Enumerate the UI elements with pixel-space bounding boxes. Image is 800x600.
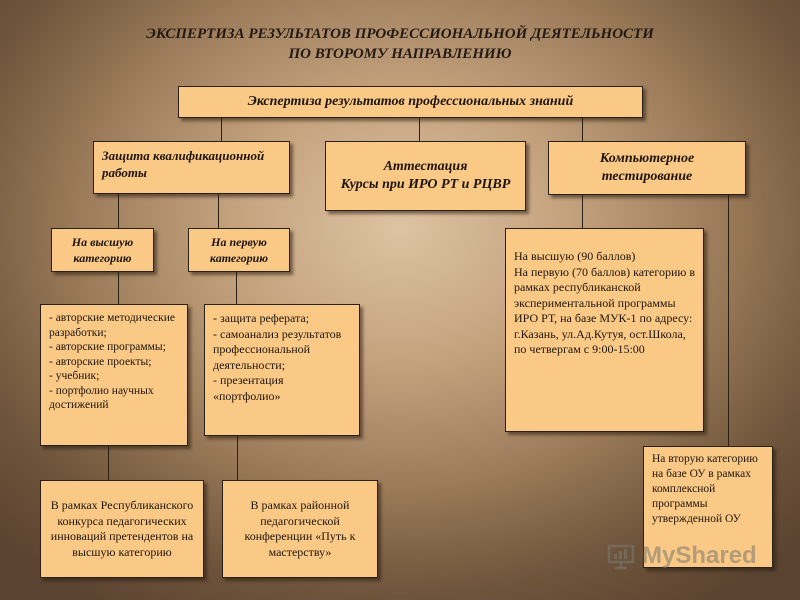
list-item: - учебник;: [49, 370, 100, 382]
list-item: - самоанализ результатов профессионально…: [213, 326, 342, 372]
second-category-label: На вторую категорию на базе ОУ в рамках …: [652, 453, 758, 525]
page-title: Экспертиза результатов профессиональной …: [60, 24, 740, 64]
list-item: - защита реферата;: [213, 311, 310, 325]
list-item: - авторские проекты;: [49, 355, 152, 368]
computer-testing-box: Компьютерное тестирование: [548, 141, 746, 195]
connector-protection-high: [118, 194, 119, 228]
first-category-label: На первую категорию: [209, 235, 269, 265]
list-item: - презентация «портфолио»: [213, 373, 284, 403]
district-conference-box: В рамках районной педагогической конфере…: [222, 480, 378, 578]
protection-box: Защита квалификационной работы: [93, 141, 290, 194]
testing-info-box: На высшую (90 баллов) На первую (70 балл…: [505, 228, 704, 432]
root-box: Экспертиза результатов профессиональных …: [178, 86, 643, 118]
connector-protection-first: [218, 194, 219, 228]
district-conference-label: В рамках районной педагогической конфере…: [244, 498, 356, 559]
connector-first-conference: [237, 436, 238, 480]
protection-label: Защита квалификационной работы: [102, 148, 265, 180]
attestation-line-2: Курсы при ИРО РТ и РЦВР: [340, 177, 511, 192]
republic-contest-label: В рамках Республиканского конкурса педаг…: [50, 498, 194, 559]
title-line-2: по второму направлению: [288, 46, 512, 62]
connector-root-computer: [582, 118, 583, 141]
watermark-logo: MyShared: [606, 536, 776, 576]
list-item: - авторские методические разработки;: [49, 312, 175, 339]
high-category-label: На высшую категорию: [71, 235, 134, 265]
attestation-line-1: Аттестация: [383, 159, 468, 174]
connector-high-items: [118, 272, 119, 304]
presentation-board-icon: [607, 544, 635, 570]
title-line-1: Экспертиза результатов профессиональной …: [146, 26, 654, 42]
computer-testing-label: Компьютерное тестирование: [599, 151, 695, 184]
connector-root-attestation: [419, 118, 420, 141]
republic-contest-box: В рамках Республиканского конкурса педаг…: [40, 480, 204, 578]
root-label: Экспертиза результатов профессиональных …: [247, 94, 574, 109]
connector-computer-second: [728, 195, 729, 446]
connector-high-contest: [108, 446, 109, 480]
testing-info-first: На первую (70 баллов) категорию в рамках…: [514, 264, 696, 357]
connector-root-protection: [221, 118, 222, 141]
list-item: - портфолио научных достижений: [49, 384, 154, 412]
second-category-box: На вторую категорию на базе ОУ в рамках …: [643, 446, 773, 568]
high-requirements-list: - авторские методические разработки; - а…: [49, 311, 181, 413]
connector-computer-testing: [582, 195, 583, 228]
list-item: - авторские программы;: [49, 341, 166, 353]
first-category-requirements: - защита реферата; - самоанализ результа…: [204, 304, 360, 436]
high-category-requirements: - авторские методические разработки; - а…: [40, 304, 188, 446]
high-category-box: На высшую категорию: [51, 228, 154, 272]
testing-info-high: На высшую (90 баллов): [514, 249, 636, 263]
attestation-box: Аттестация Курсы при ИРО РТ и РЦВР: [325, 141, 526, 211]
connector-first-items: [236, 272, 237, 304]
first-requirements-list: - защита реферата; - самоанализ результа…: [213, 311, 353, 404]
watermark-text: MyShared: [642, 542, 757, 569]
first-category-box: На первую категорию: [188, 228, 290, 272]
